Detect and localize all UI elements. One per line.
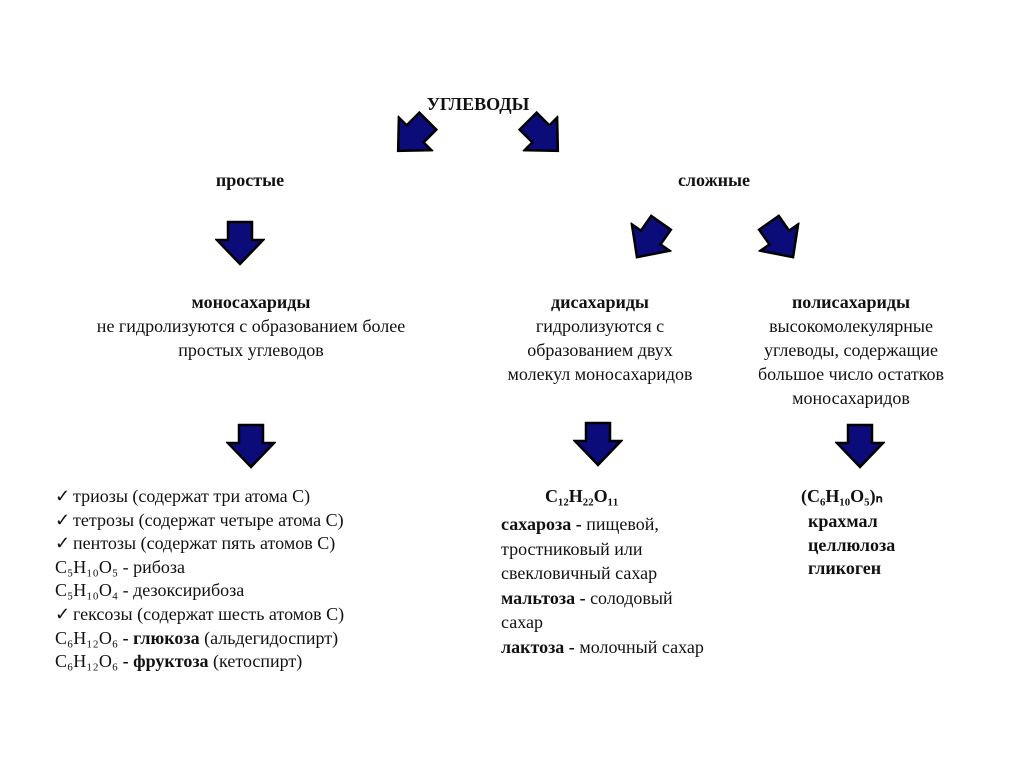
disaccharide-formula: C₁₂H₂₂O₁₁ bbox=[545, 486, 619, 506]
checkmark-icon: ✓ bbox=[55, 603, 71, 624]
list-item: целлюлоза bbox=[808, 534, 896, 555]
title: УГЛЕВОДЫ bbox=[426, 94, 530, 114]
monosaccharides-desc: не гидролизуются с образованием более bbox=[96, 316, 406, 336]
arrow-down-icon bbox=[226, 423, 276, 469]
list-item: сахар bbox=[501, 612, 543, 632]
polysaccharides-desc: большое число остатков bbox=[757, 364, 945, 384]
polysaccharides-desc: моносахаридов bbox=[792, 388, 910, 408]
monosaccharides-block: моносахариды не гидролизуются с образова… bbox=[97, 290, 405, 362]
arrow-down-left-icon bbox=[616, 208, 682, 272]
arrow-down-icon bbox=[573, 421, 623, 467]
disaccharides-block: дисахариды гидролизуются с образованием … bbox=[507, 290, 692, 386]
list-item: C₅H₁₀O₄ - дезоксирибоза bbox=[55, 580, 245, 601]
arrow-down-icon bbox=[835, 423, 885, 469]
polysaccharide-formula: (C₆H₁₀O₅)ₙ bbox=[801, 486, 883, 506]
simple-label: простые bbox=[215, 170, 285, 190]
list-item: C₅H₁₀O₅ - рибоза bbox=[55, 556, 185, 577]
list-item: ✓пентозы (содержат пять атомов С) bbox=[55, 532, 344, 556]
disaccharides-desc: молекул моносахаридов bbox=[507, 364, 693, 384]
list-item: мальтоза - солодовый bbox=[501, 587, 673, 608]
formula: C₅H₁₀O₅ bbox=[55, 556, 119, 577]
list-item: сахароза - пищевой, bbox=[501, 514, 659, 534]
polysaccharides-desc: углеводы, содержащие bbox=[763, 340, 939, 360]
list-item: ✓гексозы (содержат шесть атомов С) bbox=[55, 603, 344, 627]
checkmark-icon: ✓ bbox=[55, 533, 71, 554]
list-item: тростниковый или bbox=[501, 538, 643, 559]
polysaccharides-title: полисахариды bbox=[791, 292, 911, 312]
formula: C₆H₁₂O₆ bbox=[55, 651, 119, 672]
disaccharides-desc: гидролизуются с bbox=[535, 316, 665, 336]
checkmark-icon: ✓ bbox=[55, 509, 71, 530]
arrow-down-right-icon bbox=[748, 208, 814, 272]
monosaccharides-list: ✓триозы (содержат три атома С) ✓тетрозы … bbox=[55, 485, 344, 674]
list-item: крахмал bbox=[808, 511, 878, 531]
arrow-down-icon bbox=[215, 220, 265, 266]
polysaccharides-block: полисахариды высокомолекулярные углеводы… bbox=[758, 290, 944, 410]
list-item: ✓тетрозы (содержат четыре атома С) bbox=[55, 509, 344, 533]
complex-label: сложные bbox=[677, 170, 751, 190]
disaccharides-list: сахароза - пищевой, тростниковый или све… bbox=[501, 512, 704, 659]
polysaccharides-list: крахмал целлюлоза гликоген bbox=[808, 510, 895, 581]
list-item: C₆H₁₂O₆ - фруктоза (кетоспирт) bbox=[55, 651, 303, 672]
formula: C₆H₁₂O₆ bbox=[55, 627, 119, 648]
monosaccharides-title: моносахариды bbox=[191, 292, 311, 312]
list-item: свекловичный сахар bbox=[501, 563, 658, 583]
list-item: лактоза - молочный сахар bbox=[501, 636, 704, 657]
formula: C₅H₁₀O₄ bbox=[55, 580, 119, 601]
polysaccharides-desc: высокомолекулярные bbox=[769, 316, 933, 336]
disaccharides-title: дисахариды bbox=[551, 292, 649, 312]
list-item: гликоген bbox=[808, 558, 882, 579]
list-item: C₆H₁₂O₆ - глюкоза (альдегидоспирт) bbox=[55, 627, 339, 648]
monosaccharides-desc: простых углеводов bbox=[178, 340, 324, 360]
list-item: ✓триозы (содержат три атома С) bbox=[55, 485, 344, 509]
checkmark-icon: ✓ bbox=[55, 486, 71, 506]
disaccharides-desc: образованием двух bbox=[527, 340, 673, 360]
